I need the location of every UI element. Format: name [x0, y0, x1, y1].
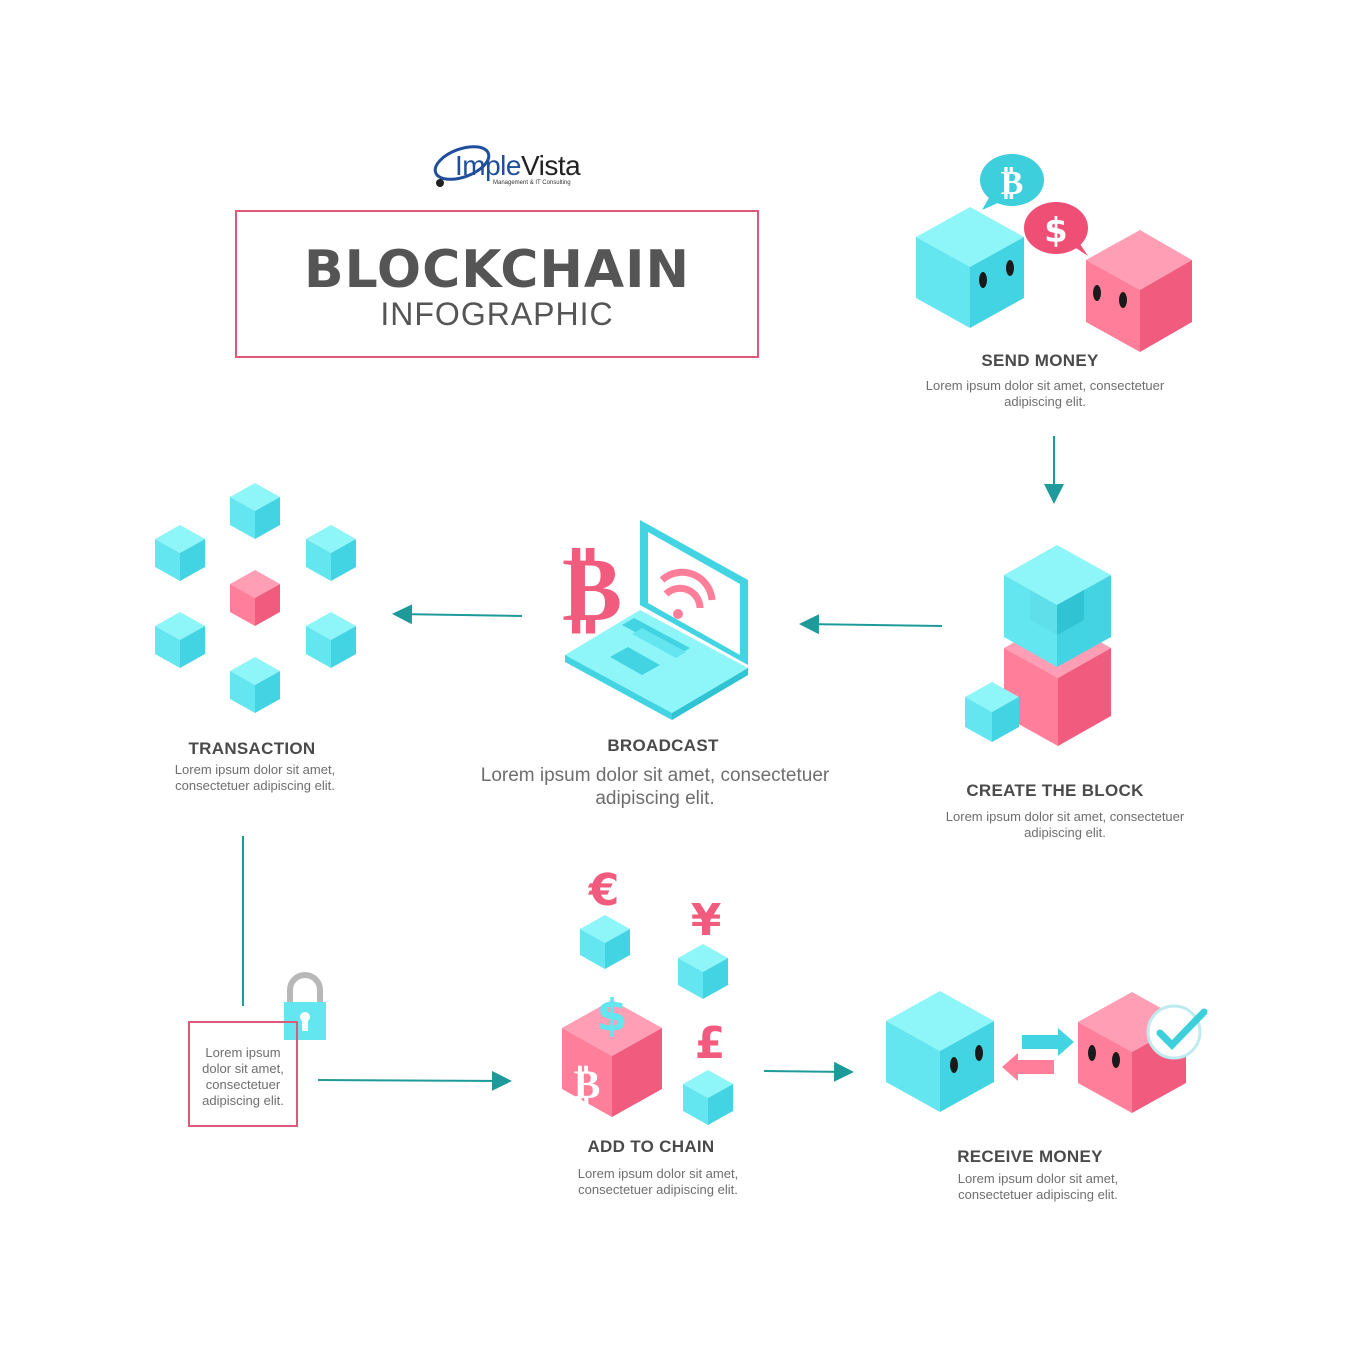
desc-line: Lorem ipsum dolor sit amet,: [957, 1171, 1119, 1186]
sender-cube-icon: [916, 207, 1024, 328]
bitcoin-speech-bubble: ₿: [980, 154, 1044, 210]
network-node-cube: [230, 483, 280, 539]
arrow-broadcast-to-transaction: [392, 604, 523, 625]
logo-brand-secondary: Vista: [520, 150, 581, 181]
step-desc-receive-money: Lorem ipsum dolor sit amet, consectetuer…: [918, 1171, 1158, 1203]
desc-line: consectetuer adipiscing elit.: [578, 1182, 738, 1197]
step-title-send-money: SEND MONEY: [981, 351, 1099, 370]
network-node-cube: [306, 525, 356, 581]
step-desc-add-to-chain: Lorem ipsum dolor sit amet, consectetuer…: [538, 1166, 778, 1198]
desc-line: adipiscing elit.: [1024, 825, 1106, 840]
exchange-arrows-icon: [1002, 1028, 1074, 1081]
arrow-create-to-broadcast: [799, 614, 943, 635]
add-to-chain-icon: ₿ € ¥ $ £: [562, 865, 733, 1125]
lock-note-box: Lorem ipsum dolor sit amet, consectetuer…: [188, 1021, 298, 1127]
desc-line: Lorem ipsum dolor sit amet,: [577, 1166, 739, 1181]
wifi-icon: [659, 568, 716, 619]
desc-line: Lorem ipsum dolor sit amet, consectetuer: [925, 378, 1165, 393]
lock-note-line: adipiscing elit.: [202, 1093, 284, 1108]
desc-line: consectetuer adipiscing elit.: [175, 778, 335, 793]
arrow-chain-to-receive: [763, 1061, 854, 1082]
logo-tagline: Management & IT Consulting: [493, 180, 571, 186]
step-title-receive-money: RECEIVE MONEY: [957, 1147, 1103, 1166]
step-title-create-block: CREATE THE BLOCK: [966, 781, 1144, 800]
step-desc-send-money: Lorem ipsum dolor sit amet, consectetuer…: [900, 378, 1190, 410]
desc-line: Lorem ipsum dolor sit amet, consectetuer: [945, 809, 1185, 824]
logo-wordmark: ImpleVista: [455, 150, 581, 182]
network-center-cube: [230, 570, 280, 626]
create-block-icon: [965, 545, 1111, 746]
desc-line: Lorem ipsum dolor sit amet,: [174, 762, 336, 777]
transaction-network-icon: [155, 483, 356, 713]
step-desc-create-block: Lorem ipsum dolor sit amet, consectetuer…: [920, 809, 1210, 841]
lock-note-line: Lorem ipsum: [205, 1045, 281, 1060]
svg-text:₿: ₿: [562, 537, 622, 642]
network-node-cube: [306, 612, 356, 668]
dollar-symbol-icon: $: [1044, 211, 1068, 251]
step-title-transaction: TRANSACTION: [188, 739, 316, 758]
network-node-cube: [230, 657, 280, 713]
euro-icon: €: [588, 865, 620, 916]
logo-brand-primary: Imple: [455, 150, 521, 181]
step-title-broadcast: BROADCAST: [607, 736, 719, 755]
arrow-lock-to-chain: [317, 1070, 512, 1091]
network-node-cube: [155, 525, 205, 581]
desc-line: Lorem ipsum dolor sit amet, consectetuer: [480, 765, 830, 786]
receive-sender-cube-icon: [886, 991, 994, 1112]
pound-icon: £: [695, 1018, 726, 1069]
receiver-cube-check-icon: [1078, 992, 1208, 1113]
lock-note-line: dolor sit amet,: [202, 1061, 284, 1076]
lock-note-text: Lorem ipsum dolor sit amet, consectetuer…: [190, 1045, 296, 1109]
logo-orbit-icon: [433, 145, 491, 187]
dollar-speech-bubble: $: [1024, 202, 1088, 256]
page-subtitle: INFOGRAPHIC: [380, 296, 614, 332]
lock-note-line: consectetuer: [205, 1077, 281, 1092]
chain-bitcoin-icon: ₿: [574, 1062, 601, 1108]
chain-dollar-icon: $: [597, 990, 628, 1041]
title-box: BLOCKCHAIN INFOGRAPHIC: [235, 210, 759, 358]
step-desc-broadcast: Lorem ipsum dolor sit amet, consectetuer…: [450, 764, 860, 810]
yen-icon: ¥: [691, 895, 722, 946]
bitcoin-token-icon: ₿: [562, 537, 622, 642]
step-desc-transaction: Lorem ipsum dolor sit amet, consectetuer…: [135, 762, 375, 794]
page-title: BLOCKCHAIN: [303, 240, 691, 300]
desc-line: consectetuer adipiscing elit.: [958, 1187, 1118, 1202]
step-title-add-to-chain: ADD TO CHAIN: [587, 1137, 715, 1156]
desc-line: adipiscing elit.: [1004, 394, 1086, 409]
receiver-cube-icon: [1086, 230, 1192, 352]
desc-line: adipiscing elit.: [595, 788, 715, 809]
network-node-cube: [155, 612, 205, 668]
bitcoin-symbol-icon: ₿: [1001, 163, 1024, 203]
